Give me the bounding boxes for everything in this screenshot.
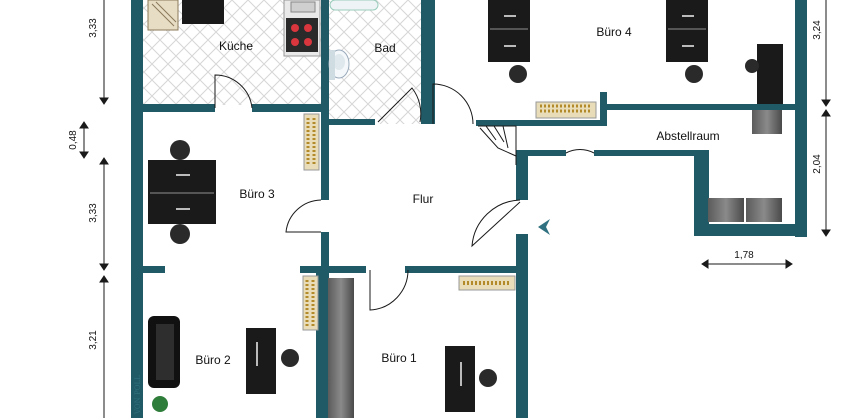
storage-furniture: [708, 110, 782, 222]
dimension-label: 3,33: [88, 203, 99, 223]
dimension-label: 0,48: [68, 130, 79, 150]
room-label-abstellraum: Abstellraum: [656, 129, 719, 143]
office-chair: [479, 369, 497, 387]
office-chair: [281, 349, 299, 367]
office-chair: [170, 224, 190, 244]
room-label-buero3: Büro 3: [239, 187, 275, 201]
kitchen-fixtures: [147, 0, 321, 57]
dimension-lines: [79, 0, 831, 418]
office2-furniture: [148, 275, 319, 412]
room-label-bad: Bad: [374, 41, 395, 55]
doors: [214, 74, 595, 311]
entrance-arrow-icon: [538, 219, 550, 235]
stove-burner: [291, 24, 299, 32]
office-chair: [170, 140, 190, 160]
office1-furniture: [328, 275, 516, 418]
office-chair: [509, 65, 527, 83]
stove-burner: [304, 24, 312, 32]
room-label-flur: Flur: [413, 192, 434, 206]
dimension-label: 3,24: [812, 20, 823, 40]
dimension-label: 3,21: [88, 330, 99, 350]
room-label-kueche: Küche: [219, 39, 253, 53]
room-label-buero4: Büro 4: [596, 25, 632, 39]
stairs: [478, 125, 517, 165]
stove-burner: [304, 38, 312, 46]
stove-burner: [291, 38, 299, 46]
office-chair: [745, 59, 759, 73]
walls: [131, 0, 807, 418]
office3-furniture: [148, 113, 320, 244]
room-label-buero1: Büro 1: [381, 351, 417, 365]
room-label-buero2: Büro 2: [195, 353, 231, 367]
plant-icon: [152, 396, 168, 412]
dimension-label: 2,04: [812, 154, 823, 174]
dimension-label: 3,33: [88, 18, 99, 38]
bath-fixtures: [328, 0, 379, 80]
watermark: VON POLL: [134, 375, 142, 415]
office4-furniture: [488, 0, 783, 119]
dimension-label: 1,78: [734, 250, 754, 261]
office-chair: [685, 65, 703, 83]
